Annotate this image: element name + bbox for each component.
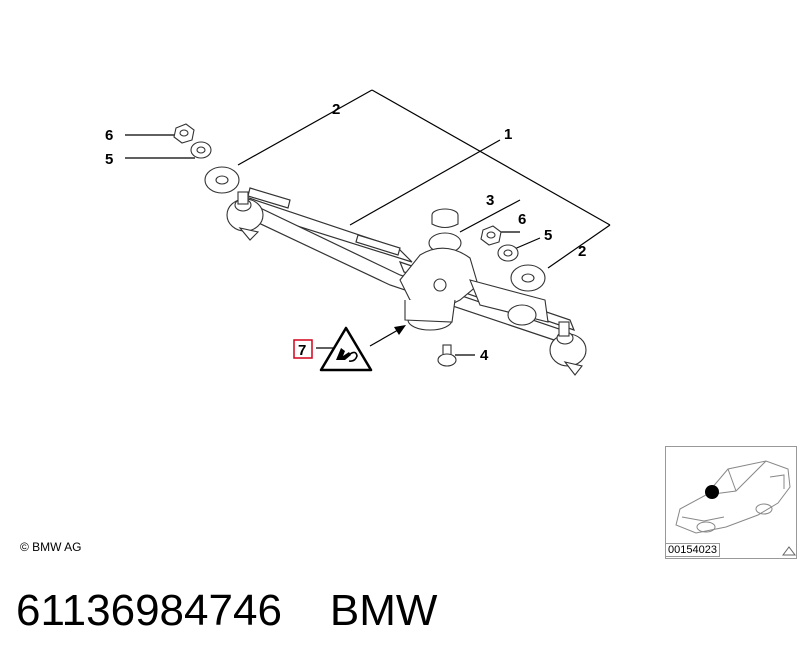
bolt [437, 344, 457, 367]
callout-7-highlight [293, 339, 313, 359]
callout-5-right: 5 [544, 227, 552, 244]
brand-name: BMW [329, 586, 438, 635]
washer-left [190, 141, 212, 159]
callout-7: 7 [298, 342, 306, 359]
callout-6-left: 6 [105, 127, 113, 144]
callout-5-left: 5 [105, 151, 113, 168]
left-pivot [226, 191, 264, 241]
grommet-right [510, 264, 546, 292]
grommet-left [204, 166, 240, 194]
vehicle-location-thumbnail [665, 446, 797, 559]
copyright-notice: © BMW AG [20, 540, 82, 554]
direction-arrow [369, 325, 406, 347]
callout-6-right: 6 [518, 211, 526, 228]
callout-3: 3 [486, 192, 494, 209]
wiper-motor [399, 232, 549, 331]
washer-right [497, 244, 519, 262]
part-number: 61136984746 [16, 586, 282, 635]
thumbnail-code: 00154023 [665, 543, 720, 557]
hex-nut-left [173, 123, 195, 144]
part-number-line: 61136984746 BMW [16, 586, 437, 636]
callout-2-top: 2 [332, 101, 340, 118]
warning-triangle-icon [319, 326, 373, 372]
right-pivot [549, 321, 587, 376]
hex-nut-right [480, 225, 502, 246]
rubber-bush [431, 208, 459, 229]
car-outline [675, 460, 791, 534]
triangle-arrow-icon [782, 546, 796, 556]
callout-2-right: 2 [578, 243, 586, 260]
callout-4: 4 [480, 347, 489, 364]
hand-pinch-icon [336, 348, 358, 362]
callout-1: 1 [504, 126, 512, 143]
dot-marker-icon [705, 485, 719, 499]
